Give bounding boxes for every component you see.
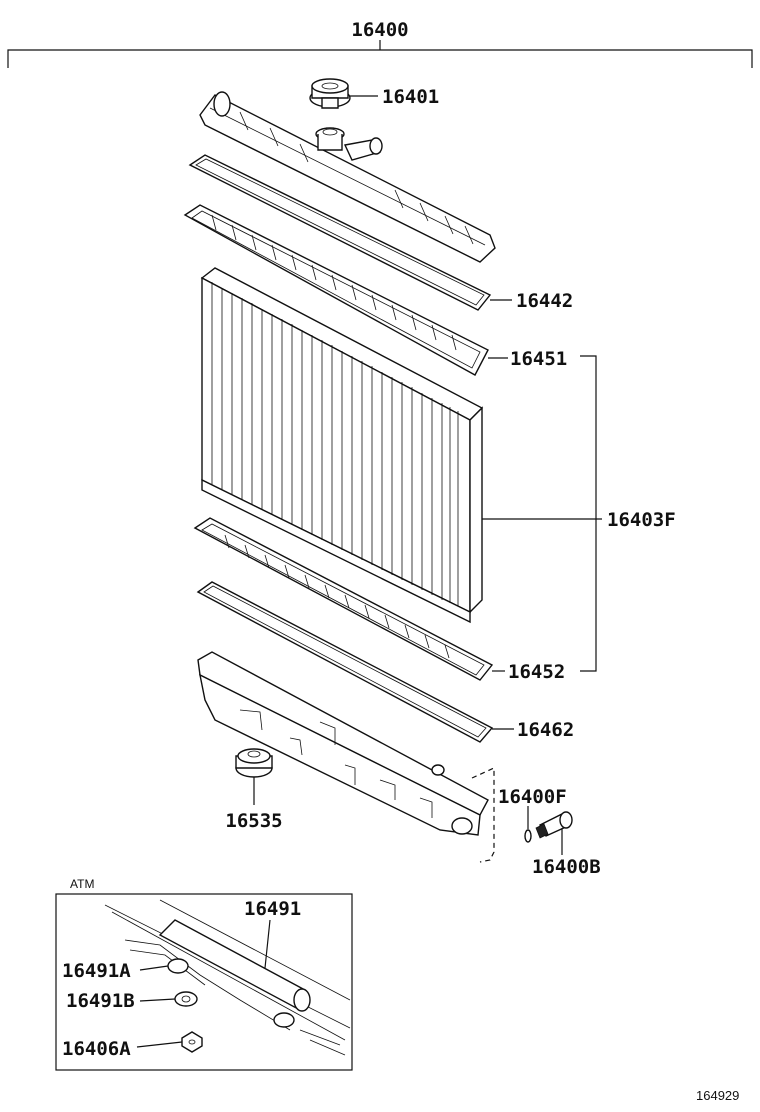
upper-tank-packing — [183, 204, 489, 376]
label-16401: 16401 — [382, 86, 439, 108]
label-16400: 16400 — [351, 19, 408, 41]
label-16442: 16442 — [516, 290, 573, 312]
drain-oring — [524, 829, 532, 843]
label-16491B: 16491B — [66, 990, 135, 1012]
radiator-core — [200, 267, 484, 624]
upper-tank — [199, 91, 496, 263]
inset-nut — [181, 1031, 203, 1053]
figure-reference: 164929 — [696, 1088, 739, 1103]
label-16491: 16491 — [244, 898, 301, 920]
label-16451: 16451 — [510, 348, 567, 370]
upper-gasket — [188, 154, 492, 311]
label-16400B: 16400B — [532, 856, 601, 878]
lower-gasket — [196, 581, 494, 743]
lower-tank — [197, 651, 489, 836]
label-16491A: 16491A — [62, 960, 131, 982]
lower-tank-packing — [193, 517, 494, 681]
lower-filler-cap — [235, 748, 273, 778]
label-16400F: 16400F — [498, 786, 567, 808]
label-16403F: 16403F — [607, 509, 676, 531]
radiator-cap — [309, 78, 351, 109]
label-16535: 16535 — [225, 810, 282, 832]
drain-cock — [535, 811, 573, 839]
label-16452: 16452 — [508, 661, 565, 683]
inset-detail — [104, 899, 351, 1056]
core-bracket — [580, 355, 597, 672]
drain-callout — [471, 767, 495, 863]
assembly-bracket — [7, 40, 753, 68]
inset-title: ATM — [70, 877, 94, 891]
inset-washer — [174, 991, 198, 1007]
label-16406A: 16406A — [62, 1038, 131, 1060]
inset-frame — [55, 893, 353, 1071]
label-16462: 16462 — [517, 719, 574, 741]
